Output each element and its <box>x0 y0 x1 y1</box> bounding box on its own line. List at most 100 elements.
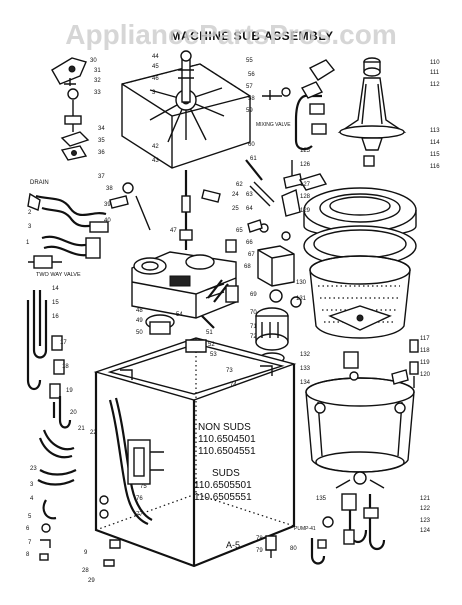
callout-number: 80 <box>290 546 297 552</box>
callout-number: 124 <box>420 528 431 534</box>
callout-number: 9 <box>84 550 88 556</box>
callout-number: 22 <box>90 430 97 436</box>
callout-number: 54 <box>176 312 183 318</box>
callout-number: 33 <box>94 90 101 96</box>
callout-number: 126 <box>300 162 311 168</box>
callout-number: 31 <box>94 68 101 74</box>
callout-number: 133 <box>300 366 311 372</box>
callout-number: 66 <box>246 240 253 246</box>
mixing-valve-area <box>262 59 336 217</box>
callout-number: 38 <box>106 186 113 192</box>
callout-number: 1 <box>26 240 30 246</box>
outer-tub-cover <box>298 173 417 267</box>
callout-number: 48 <box>136 308 143 314</box>
callout-number: 45 <box>152 64 159 70</box>
callout-number: 53 <box>210 352 217 358</box>
callout-number: 60 <box>248 142 255 148</box>
spin-basket <box>309 255 411 339</box>
callout-number: 78 <box>256 536 263 542</box>
callout-number: 46 <box>152 76 159 82</box>
callout-number: 18 <box>62 364 69 370</box>
callout-number: 125 <box>300 148 311 154</box>
cabinet-frame <box>93 337 297 568</box>
callout-number: 70 <box>250 310 257 316</box>
callout-number: 128 <box>300 194 311 200</box>
callout-number: 3 <box>152 90 156 96</box>
callout-number: 134 <box>300 380 311 386</box>
callout-number: 58 <box>248 96 255 102</box>
callout-number: 52 <box>208 342 215 348</box>
callout-number: 120 <box>420 372 431 378</box>
callout-number: 130 <box>296 280 307 286</box>
callout-number: 110 <box>430 60 440 66</box>
callout-number: 118 <box>420 348 430 354</box>
callout-number: 3 <box>28 224 32 230</box>
note-drain: DRAIN <box>30 180 49 186</box>
callout-number: 25 <box>232 206 239 212</box>
callout-number: 61 <box>250 156 257 162</box>
callout-number: 129 <box>300 208 311 214</box>
callout-number: 16 <box>52 314 59 320</box>
page-mark: A-5 <box>226 540 240 550</box>
note-mixing-valve: MIXING VALVE <box>256 122 291 128</box>
callout-number: 36 <box>98 150 105 156</box>
callout-number: 15 <box>52 300 59 306</box>
callout-number: 67 <box>248 252 255 258</box>
callout-number: 111 <box>430 70 440 76</box>
callouts-left-column: 3031323334353637383940231141516171819202… <box>26 58 113 584</box>
callout-number: 122 <box>420 506 431 512</box>
callout-number: 32 <box>94 78 101 84</box>
callout-number: 3 <box>30 482 34 488</box>
callout-number: 127 <box>300 182 311 188</box>
callout-number: 79 <box>256 548 263 554</box>
callout-number: 135 <box>316 496 327 502</box>
callout-number: 19 <box>66 388 73 394</box>
callout-number: 65 <box>236 228 243 234</box>
callout-number: 63 <box>246 192 253 198</box>
outer-tub <box>305 377 415 489</box>
callout-number: 132 <box>300 352 311 358</box>
callout-number: 39 <box>104 202 111 208</box>
callout-number: 23 <box>30 466 37 472</box>
callouts-right-column: 1101111121131141151161171181191201211221… <box>296 60 440 534</box>
callout-number: 71 <box>250 324 257 330</box>
right-small-parts <box>310 339 419 565</box>
watermark: AppliancePartsPros.com <box>65 19 396 50</box>
callout-number: 112 <box>430 82 440 88</box>
motor-group <box>245 159 302 364</box>
callout-number: 73 <box>226 368 233 374</box>
callout-number: 75 <box>140 484 147 490</box>
callout-number: 121 <box>420 496 431 502</box>
callout-number: 24 <box>232 192 239 198</box>
callout-number: 116 <box>430 164 440 170</box>
callout-number: 55 <box>246 58 253 64</box>
callout-number: 115 <box>430 152 440 158</box>
callout-number: 37 <box>98 174 105 180</box>
callout-number: 2 <box>28 210 32 216</box>
callout-number: 59 <box>246 108 253 114</box>
callout-number: 72 <box>250 334 257 340</box>
left-parts <box>26 57 109 561</box>
callout-number: 47 <box>170 228 177 234</box>
callout-number: 44 <box>152 54 159 60</box>
callout-number: 114 <box>430 140 440 146</box>
callout-number: 62 <box>236 182 243 188</box>
non-suds-model-1: 110.6504501 <box>198 434 256 445</box>
callout-number: 74 <box>230 382 237 388</box>
non-suds-heading: NON SUDS <box>198 422 251 433</box>
callout-number: 34 <box>98 126 105 132</box>
callout-number: 17 <box>60 340 67 346</box>
callout-number: 30 <box>90 58 97 64</box>
callout-number: 4 <box>30 496 34 502</box>
callout-number: 5 <box>28 514 32 520</box>
callout-number: 21 <box>78 426 85 432</box>
callout-number: 77 <box>136 512 143 518</box>
callout-number: 56 <box>248 72 255 78</box>
callout-number: 43 <box>152 158 159 164</box>
callout-number: 35 <box>98 138 105 144</box>
suds-model-1: 110.6505501 <box>194 480 252 491</box>
callout-number: 51 <box>206 330 213 336</box>
